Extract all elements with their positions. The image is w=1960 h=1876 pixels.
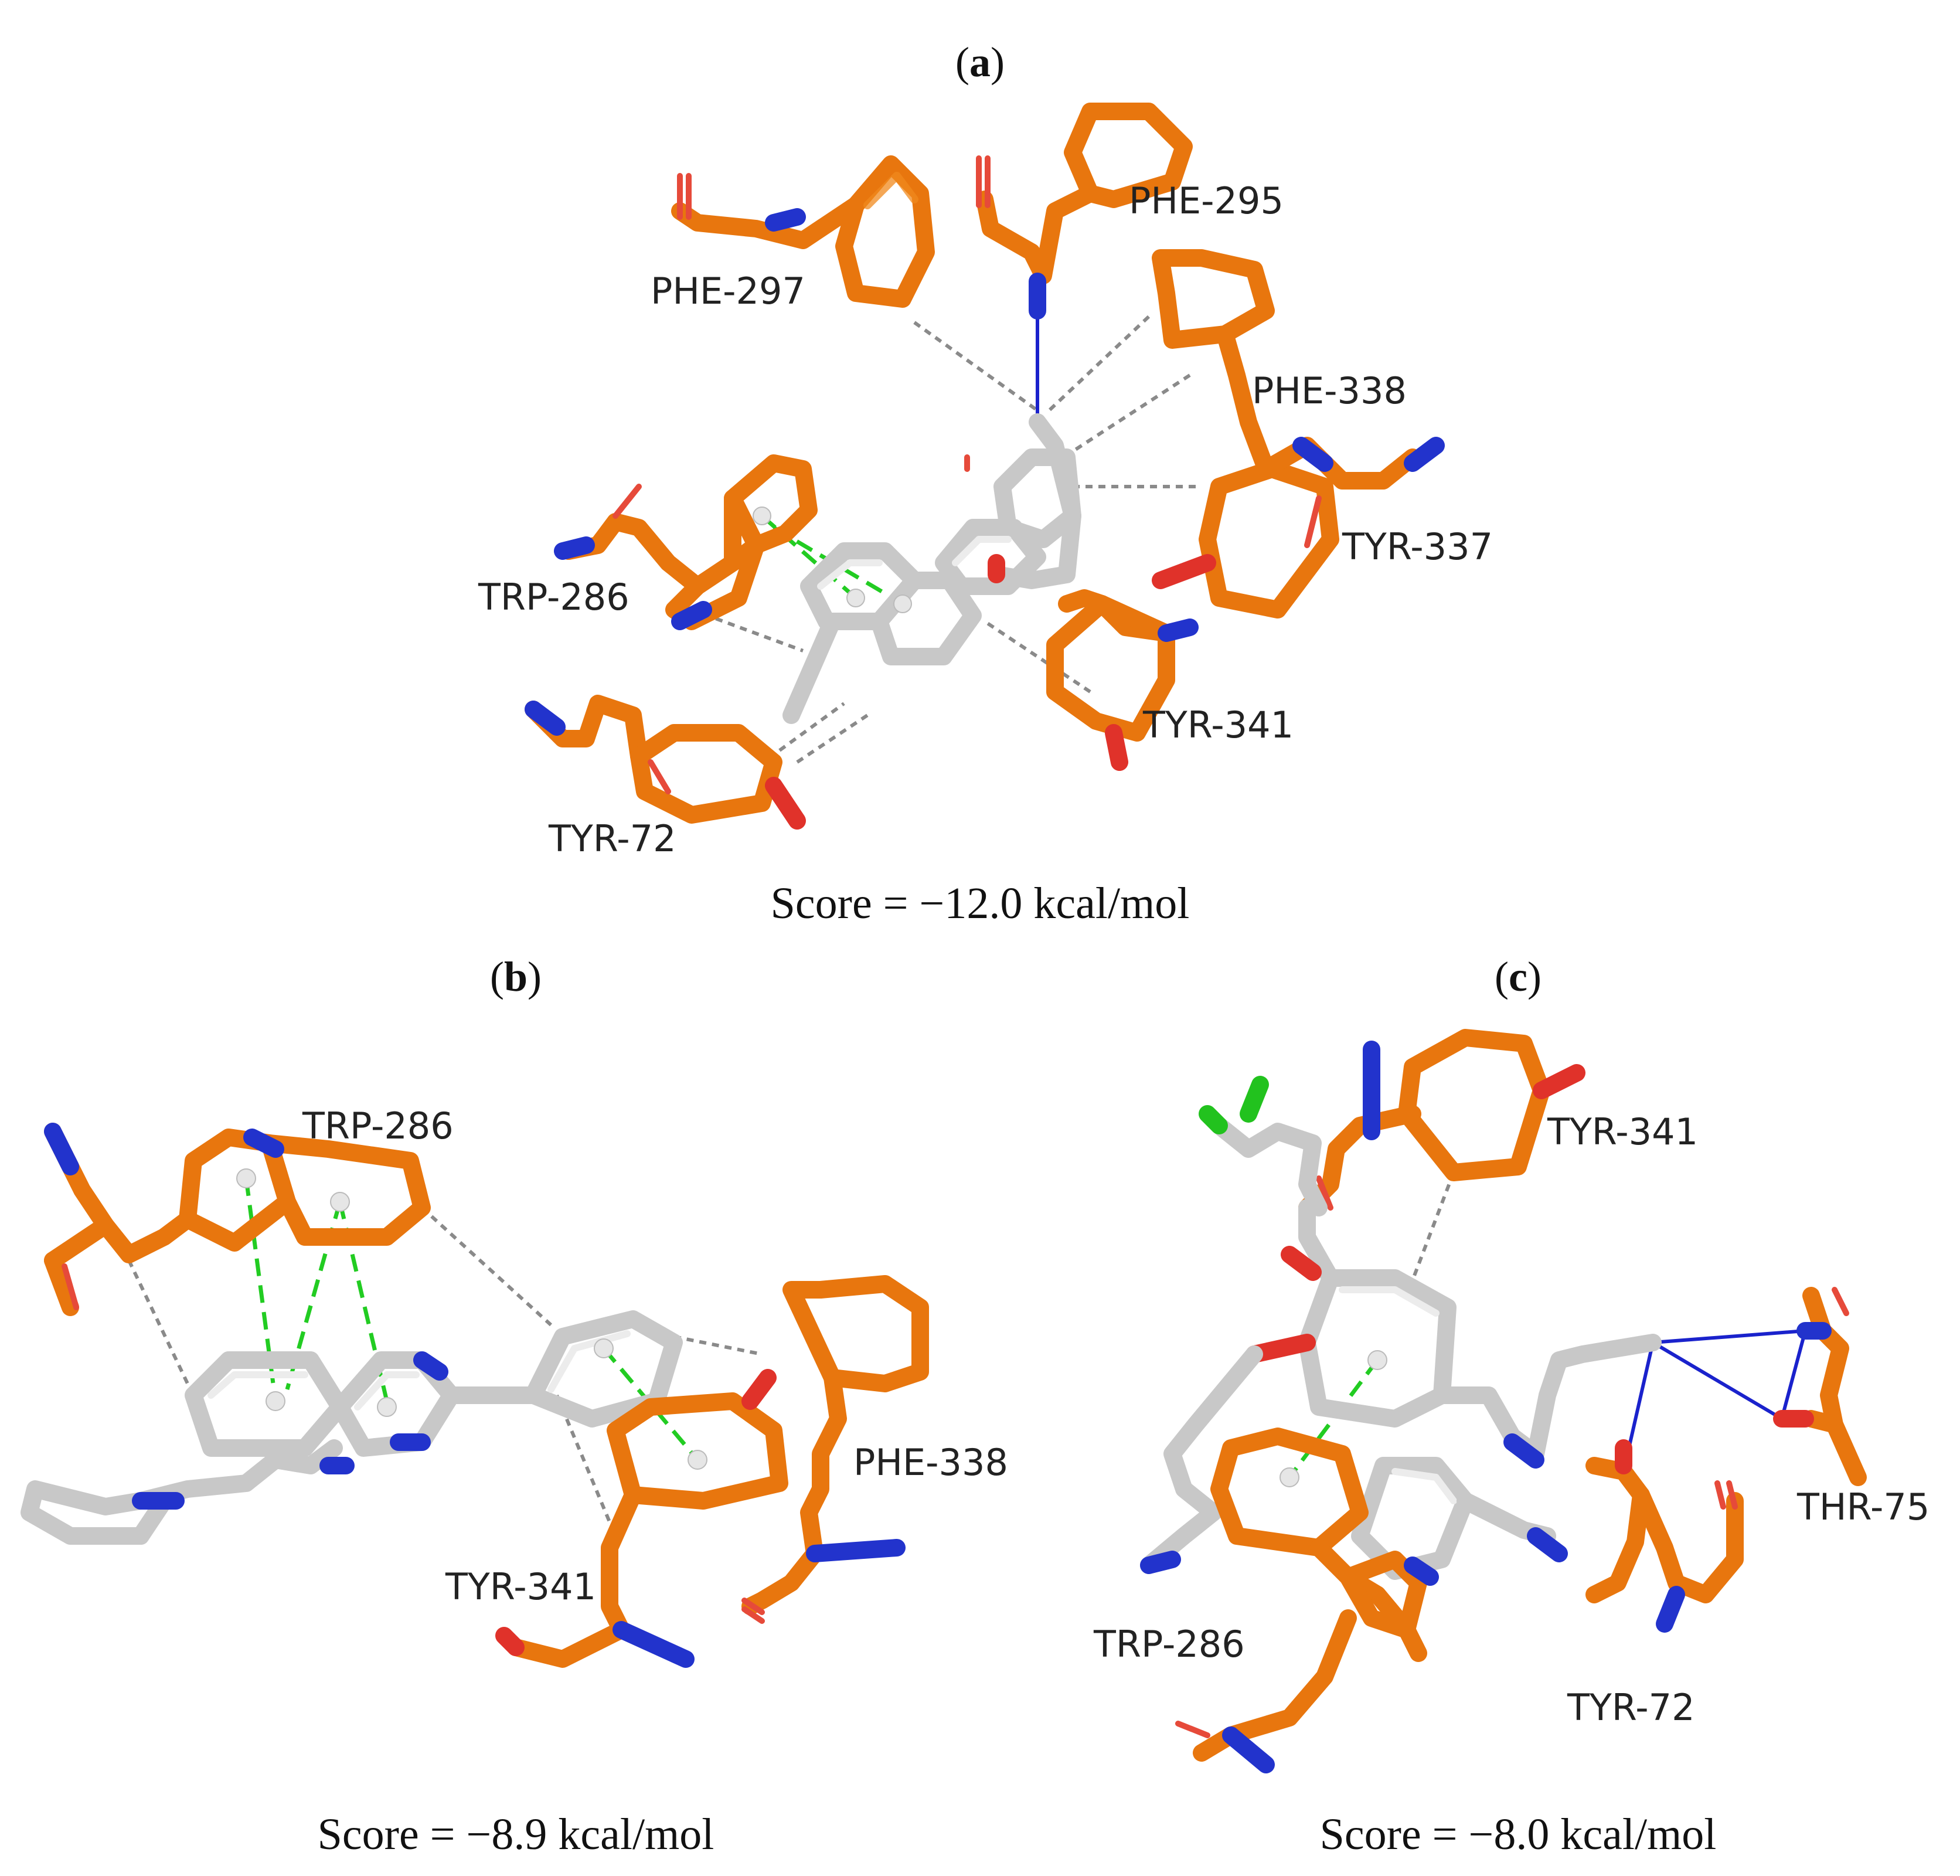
residue-phe-338-b-model — [741, 1275, 929, 1624]
residue-thr-75-model — [1773, 1287, 1867, 1486]
residue-label-trp-286: TRP-286 — [478, 576, 629, 618]
residue-label-tyr-341-b: TYR-341 — [445, 1565, 596, 1608]
residue-label-tyr-341: TYR-341 — [1142, 704, 1294, 746]
residue-label-tyr-337: TYR-337 — [1342, 525, 1493, 568]
residue-phe-338-tyr-337-model — [1152, 249, 1445, 618]
panel-c: (c) — [1093, 953, 1930, 1859]
residue-label-tyr-341-c: TYR-341 — [1547, 1110, 1698, 1153]
ligand-panel-c-model — [1140, 1076, 1662, 1580]
residue-label-phe-338: PHE-338 — [1252, 369, 1407, 412]
residue-trp-286-c-model — [1175, 1428, 1439, 1773]
residue-label-phe-338-b: PHE-338 — [853, 1441, 1008, 1484]
residue-phe-295-model — [976, 103, 1193, 320]
residue-tyr-72-model — [525, 695, 806, 830]
residue-label-trp-286-c: TRP-286 — [1093, 1623, 1245, 1666]
panel-b-score: Score = −8.9 kcal/mol — [318, 1810, 714, 1859]
panel-c-letter: (c) — [1495, 953, 1542, 1000]
residue-label-tyr-72-c: TYR-72 — [1567, 1686, 1695, 1729]
residue-tyr-341-model — [1046, 589, 1199, 771]
residue-tyr-72-c-model — [1585, 1439, 1744, 1633]
residue-label-thr-75: THR-75 — [1796, 1486, 1930, 1528]
residue-phe-297-model — [671, 155, 935, 308]
panel-a-letter: (a) — [955, 39, 1005, 86]
panel-b-letter: (b) — [490, 953, 542, 1000]
residue-tyr-341-c-model — [1298, 1029, 1585, 1216]
panel-b: (b) — [21, 953, 1008, 1859]
panel-c-score: Score = −8.0 kcal/mol — [1320, 1810, 1717, 1859]
residue-label-trp-286-b: TRP-286 — [302, 1104, 454, 1147]
residue-trp-286-b-model — [44, 1123, 431, 1316]
residue-label-phe-297: PHE-297 — [651, 270, 805, 312]
residue-label-tyr-72: TYR-72 — [548, 817, 676, 860]
residue-tyr-341-b-model — [495, 1369, 788, 1668]
residue-label-phe-295: PHE-295 — [1129, 179, 1284, 222]
residue-trp-286-model — [554, 454, 818, 630]
panel-a: (a) — [478, 39, 1493, 928]
ligand-panel-a-model — [753, 413, 1081, 724]
panel-a-score: Score = −12.0 kcal/mol — [771, 879, 1190, 928]
ligand-panel-b-model — [21, 1310, 683, 1545]
